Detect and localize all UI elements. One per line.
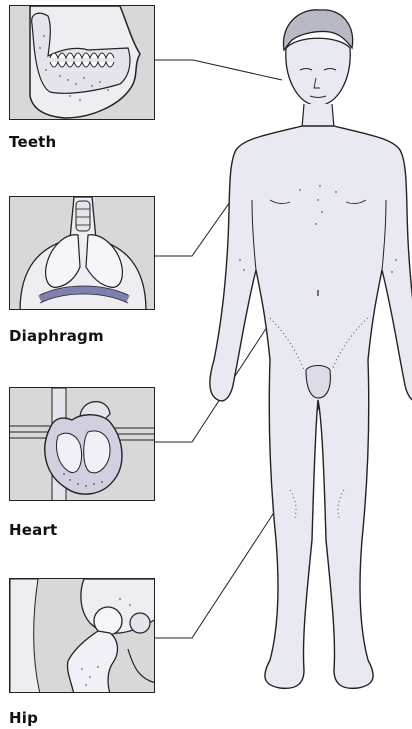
diaphragm-panel [9, 196, 155, 310]
teeth-panel [9, 5, 155, 120]
hip-label: Hip [9, 709, 38, 727]
heart-label: Heart [9, 521, 57, 539]
lungs-illustration [10, 197, 155, 310]
hip-illustration [10, 579, 155, 693]
diaphragm-label: Diaphragm [9, 327, 104, 345]
teeth-label: Teeth [9, 133, 56, 151]
heart-panel [9, 387, 155, 501]
torso-and-limbs [210, 126, 412, 688]
jaw-illustration [10, 6, 155, 120]
heart-illustration [10, 388, 155, 501]
hip-panel [9, 578, 155, 693]
human-body-figure [196, 0, 412, 729]
head [286, 38, 350, 106]
